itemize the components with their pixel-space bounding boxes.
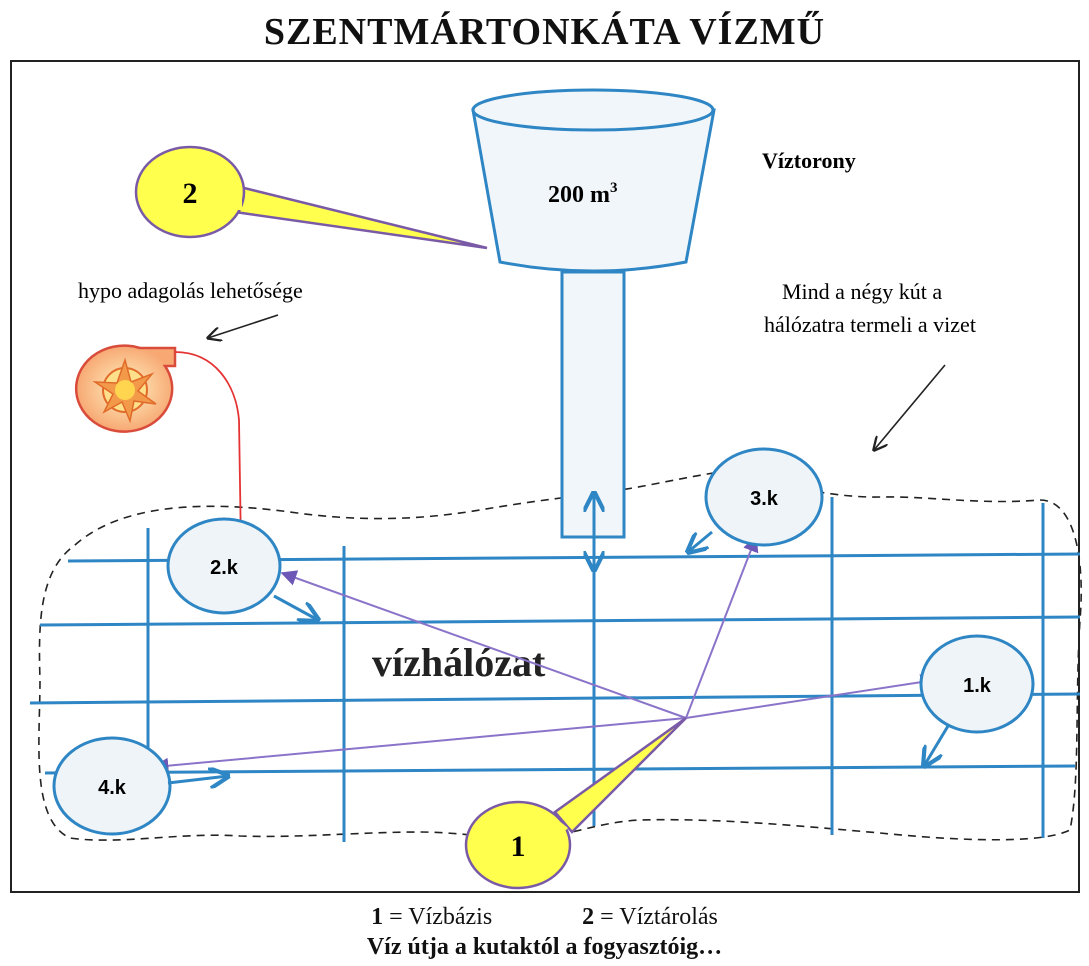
network-boundary bbox=[38, 471, 1083, 841]
svg-text:1.k: 1.k bbox=[963, 675, 992, 697]
well-3k: 3.k bbox=[704, 447, 824, 547]
svg-text:1: 1 bbox=[511, 830, 526, 863]
distribution-lines bbox=[152, 535, 937, 774]
network-label: vízhálózat bbox=[372, 640, 546, 685]
legend-item-base: 1 = Vízbázis bbox=[371, 904, 493, 930]
storage-callout: 2 bbox=[134, 145, 488, 250]
svg-text:2.k: 2.k bbox=[210, 557, 239, 579]
svg-text:4.k: 4.k bbox=[98, 777, 127, 799]
wells-note-line2: hálózatra termeli a vizet bbox=[764, 312, 976, 337]
hypo-pump-icon bbox=[74, 344, 177, 433]
svg-text:3.k: 3.k bbox=[750, 488, 779, 510]
legend: 1 = Vízbázis 2 = Víztárolás bbox=[0, 904, 1089, 931]
well-1k: 1.k bbox=[919, 634, 1035, 734]
base-callout: 1 bbox=[464, 716, 687, 890]
legend-item-storage: 2 = Víztárolás bbox=[582, 904, 718, 930]
diagram-caption: Víz útja a kutaktól a fogyasztóig… bbox=[366, 934, 723, 960]
water-tower bbox=[471, 88, 716, 539]
well-2k: 2.k bbox=[166, 517, 282, 615]
wells-arrow bbox=[874, 364, 946, 450]
well-outflow-arrows bbox=[167, 530, 950, 783]
hypo-note: hypo adagolás lehetősége bbox=[78, 278, 303, 303]
hypo-arrow bbox=[208, 314, 279, 338]
tower-label: Víztorony bbox=[762, 148, 856, 173]
well-4k: 4.k bbox=[52, 736, 172, 836]
svg-text:2: 2 bbox=[183, 177, 198, 210]
diagram-title: SZENTMÁRTONKÁTA VÍZMŰ bbox=[263, 11, 826, 53]
wells-note-line1: Mind a négy kút a bbox=[782, 279, 942, 304]
diagram-frame bbox=[10, 60, 1080, 893]
hypo-dosing-line bbox=[174, 351, 248, 550]
tower-volume: 200 m3 bbox=[548, 180, 618, 208]
